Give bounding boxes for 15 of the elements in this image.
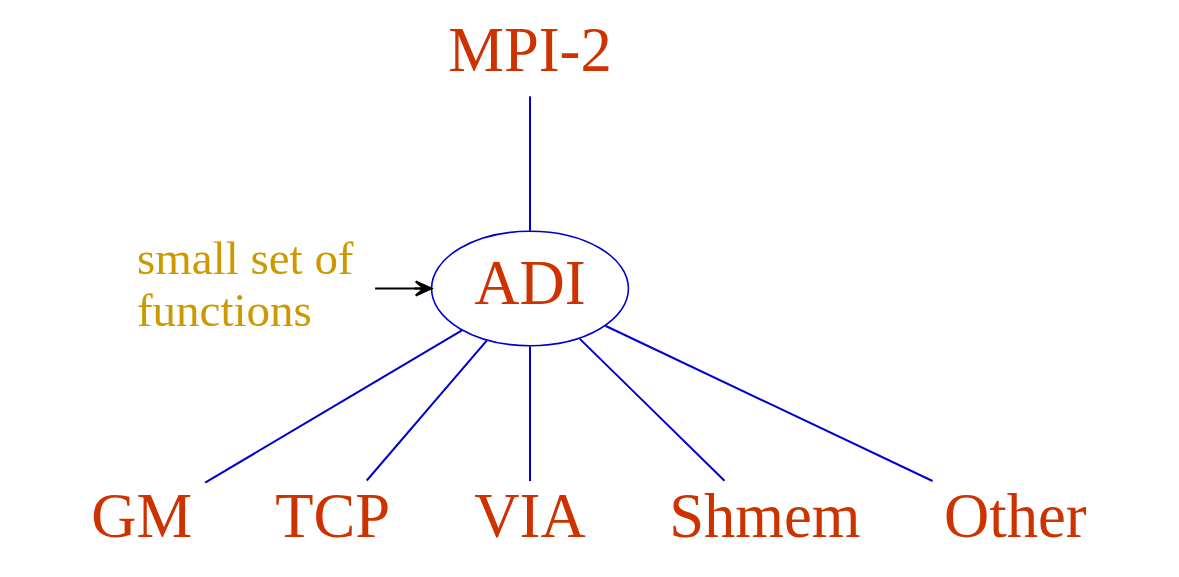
node-text: Other — [944, 481, 1087, 552]
connector — [529, 346, 531, 482]
node-text: MPI-2 — [448, 14, 612, 85]
connector — [579, 338, 726, 482]
node-text: GM — [91, 481, 193, 552]
node-text: Shmem — [669, 481, 861, 552]
arrow — [375, 280, 433, 297]
node-ellipse: ADI — [430, 230, 630, 347]
connector — [365, 339, 488, 482]
connector — [529, 96, 531, 231]
node-text: TCP — [275, 481, 391, 552]
node-text: small set of functions — [136, 232, 354, 337]
connector — [604, 324, 933, 482]
connector — [204, 329, 463, 484]
node-text: VIA — [474, 481, 586, 552]
